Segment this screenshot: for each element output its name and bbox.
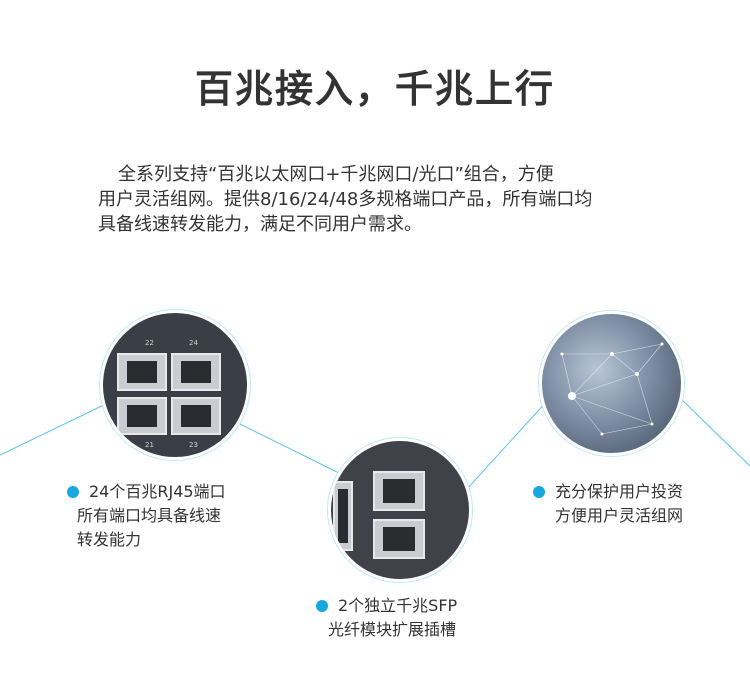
- bullet-dot-icon: [533, 486, 545, 498]
- bullet-dot-icon: [316, 600, 328, 612]
- sfp-port: [373, 471, 425, 511]
- port-number: 21: [145, 441, 154, 449]
- intro-line-1: 全系列支持“百兆以太网口+千兆网口/光口”组合，方便: [118, 164, 554, 185]
- rj45-ports-photo: 22 24 21 23: [100, 310, 250, 460]
- bullet-dot-icon: [67, 486, 79, 498]
- sfp-ports-photo: [328, 438, 472, 582]
- port-number: 24: [189, 339, 198, 347]
- page-title: 百兆接入，千兆上行: [194, 67, 555, 111]
- intro-line-3: 具备线速转发能力，满足不同用户需求。: [98, 214, 422, 235]
- intro-line-2: 用户灵活组网。提供8/16/24/48多规格端口产品，所有端口均: [98, 189, 593, 210]
- feature-line: 转发能力: [77, 530, 142, 549]
- rj45-port: [171, 353, 221, 391]
- intro-paragraph: 全系列支持“百兆以太网口+千兆网口/光口”组合，方便 用户灵活组网。提供8/16…: [98, 162, 678, 237]
- connector-line-right-outer: [677, 395, 750, 467]
- network-mesh-graphic: [560, 342, 664, 436]
- rj45-port: [117, 397, 167, 435]
- rj45-port: [171, 397, 221, 435]
- connector-line-left-center: [231, 419, 346, 477]
- sfp-port: [373, 519, 425, 559]
- connector-line-center-right: [465, 399, 549, 491]
- sfp-port: [333, 481, 353, 551]
- port-number: 22: [145, 339, 154, 347]
- port-number: 23: [189, 441, 198, 449]
- feature-line: 方便用户灵活组网: [555, 506, 684, 525]
- feature-rj45: 24个百兆RJ45端口 所有端口均具备线速 转发能力: [67, 480, 226, 552]
- feature-line: 2个独立千兆SFP: [338, 596, 458, 615]
- feature-line: 24个百兆RJ45端口: [89, 482, 226, 501]
- feature-sfp: 2个独立千兆SFP 光纤模块扩展插槽: [316, 594, 457, 642]
- connector-line-left-outer: [0, 401, 111, 456]
- feature-line: 充分保护用户投资: [555, 482, 684, 501]
- feature-line: 所有端口均具备线速: [77, 506, 222, 525]
- feature-investment: 充分保护用户投资 方便用户灵活组网: [533, 480, 683, 528]
- network-graphic-photo: [539, 311, 684, 456]
- rj45-port: [117, 353, 167, 391]
- feature-line: 光纤模块扩展插槽: [328, 620, 457, 639]
